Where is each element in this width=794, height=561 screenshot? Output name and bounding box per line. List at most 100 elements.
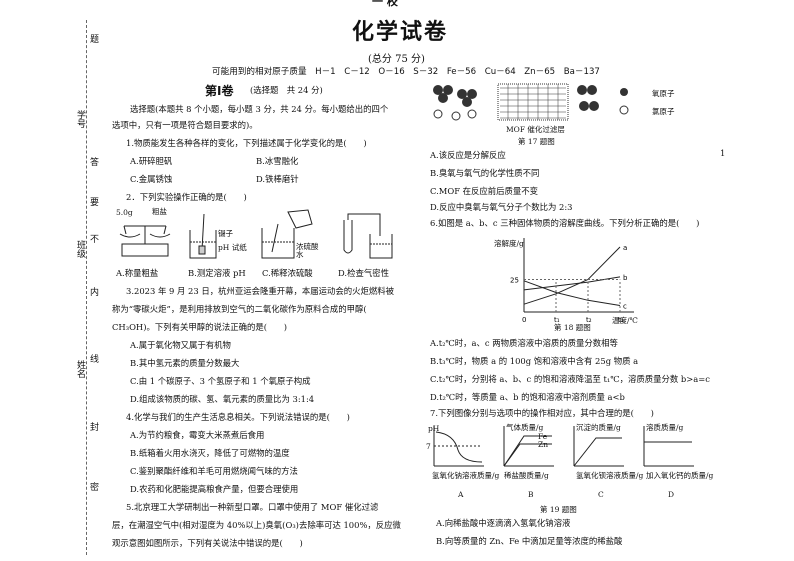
dilution-icon xyxy=(261,209,313,259)
option-d: D.检查气密性 xyxy=(338,268,389,278)
question-stem: 3.2023 年 9 月 23 日，杭州亚运会隆重开幕，本届运动会的火炬燃料被 xyxy=(126,286,394,296)
beaker-icon xyxy=(189,213,217,259)
graph-d-xlabel: 加入氧化钙的质量/g xyxy=(646,471,714,480)
question-stem: 观示意图如图所示，下列有关说法中错误的是( ) xyxy=(112,538,303,548)
figure-caption: 第 19 题图 xyxy=(540,505,577,514)
y-tick-label: 25 xyxy=(510,277,519,285)
label-salt: 粗盐 xyxy=(152,207,167,216)
margin-label: 班级 xyxy=(75,240,85,258)
label-mass: 5.0g xyxy=(116,208,133,217)
label-water: 水 xyxy=(296,250,304,259)
question-stem: 6.如图是 a、b、c 三种固体物质的溶解度曲线。下列分析正确的是( ) xyxy=(430,218,700,228)
graph-b-id: B xyxy=(528,490,534,499)
graph-c-id: C xyxy=(598,490,604,499)
option-a: A.向稀盐酸中逐滴滴入氢氧化钠溶液 xyxy=(436,518,571,528)
label-ph-paper: pH 试纸 xyxy=(218,243,247,252)
graph-set xyxy=(433,426,694,467)
lab-apparatus-figure xyxy=(119,209,393,259)
option-c: C.金属锈蚀 xyxy=(130,174,173,184)
margin-label: 姓名 xyxy=(75,360,85,378)
x-tick-label: t₃ xyxy=(618,316,624,324)
graph-b xyxy=(503,426,554,467)
x-tick-label: t₁ xyxy=(554,316,560,324)
balance-icon xyxy=(119,225,171,257)
graph-a-tick: 7 xyxy=(426,442,431,451)
margin-label: 学号 xyxy=(75,110,85,128)
x-axis-label: 温度/℃ xyxy=(612,316,638,325)
margin-label: 封 xyxy=(90,423,100,433)
margin-label: 答 xyxy=(90,158,100,168)
graph-a-xlabel: 氢氧化钠溶液质量/g xyxy=(432,471,500,480)
graph-a-id: A xyxy=(458,490,464,499)
section-title: 第Ⅰ卷 xyxy=(205,84,234,98)
graph-b-series: Zn xyxy=(538,440,549,449)
option-b: B.其中氢元素的质量分数最大 xyxy=(130,358,240,368)
question-stem: 称为“零碳火炬”，是利用排放到空气的二氧化碳作为原料合成的甲醇( xyxy=(112,304,367,314)
figure-caption: 第 18 题图 xyxy=(554,323,591,332)
question-stem: 4.化学与我们的生产生活息息相关。下列说法错误的是( ) xyxy=(126,412,350,422)
series-a-line xyxy=(523,246,621,305)
option-b: B.t₃℃时，物质 a 的 100g 饱和溶液中含有 25g 物质 a xyxy=(430,356,639,366)
question-stem: CH₃OH)。下列有关甲醇的说法正确的是( ) xyxy=(112,322,288,332)
option-b: B.臭氧与氧气的化学性质不同 xyxy=(430,168,540,178)
option-d: D.反应中臭氧与氧气分子个数比为 2:3 xyxy=(430,202,573,212)
margin-label: 密 xyxy=(90,483,100,493)
test-tube-icon xyxy=(343,213,393,259)
graph-a xyxy=(433,426,484,467)
atomic-masses: 可能用到的相对原子质量 H－1 C－12 O－16 S－32 Fe－56 Cu－… xyxy=(212,67,600,77)
graph-d-id: D xyxy=(668,490,675,499)
option-a: A.研碎胆矾 xyxy=(130,156,173,166)
y-axis-label: 溶解度/g xyxy=(494,239,524,248)
option-d: D.铁棒磨针 xyxy=(256,174,299,184)
margin-label: 要 xyxy=(90,198,100,208)
graph-b-series: Fe xyxy=(538,432,548,441)
total-score: (总分 75 分) xyxy=(368,54,425,65)
title-fragment: 一 校 xyxy=(372,0,398,8)
graph-a-ylabel: pH xyxy=(428,424,440,433)
legend-dot-icon xyxy=(619,105,629,115)
exam-title: 化学试卷 xyxy=(352,20,449,45)
graph-c-ylabel: 沉淀的质量/g xyxy=(576,423,621,432)
option-d: D.组成该物质的碳、氢、氧元素的质量比为 3:1:4 xyxy=(130,394,315,404)
x-tick-label: 0 xyxy=(522,316,526,324)
option-a: A.属于氧化物又属于有机物 xyxy=(130,340,231,350)
option-a: A.t₂℃时，a、c 两物质溶液中溶质的质量分数相等 xyxy=(430,338,618,348)
margin-label: 题 xyxy=(90,35,100,45)
series-label: c xyxy=(623,303,627,311)
option-d: D.农药和化肥能提高粮食产量，但要合理使用 xyxy=(130,484,299,494)
graph-b-ylabel: 气体质量/g xyxy=(506,423,544,432)
graph-d-ylabel: 溶质质量/g xyxy=(646,423,684,432)
question-stem: 层，在潮湿空气中(相对湿度为 40%以上)臭氧(O₃)去除率可达 100%，反应… xyxy=(112,520,401,530)
question-stem: 7.下列图像分别与选项中的操作相对应，其中合理的是( ) xyxy=(430,408,654,418)
graph-b-xlabel: 稀盐酸质量/g xyxy=(504,471,549,480)
option-c: C.t₂℃时，分别将 a、b、c 的饱和溶液降温至 t₁℃，溶质质量分数 b>a… xyxy=(430,374,710,384)
margin-label: 内 xyxy=(90,288,100,298)
option-a: A.为节约粮食，霉变大米蒸煮后食用 xyxy=(130,430,265,440)
figure-caption: 第 17 题图 xyxy=(518,137,555,146)
section-subtitle: (选择题 共 24 分) xyxy=(250,85,323,95)
label-tweezers: 镊子 xyxy=(218,229,233,238)
graph-d xyxy=(643,426,694,467)
option-b: B.冰雪融化 xyxy=(256,156,299,166)
graph-c xyxy=(573,426,624,467)
series-c-line xyxy=(523,280,621,306)
graph-c-xlabel: 氢氧化钡溶液质量/g xyxy=(576,471,644,480)
option-c: C.稀释浓硫酸 xyxy=(262,268,313,278)
option-c: C.由 1 个碳原子、3 个氢原子和 1 个氧原子构成 xyxy=(130,376,311,386)
legend-dot-icon xyxy=(620,88,628,96)
series-label: b xyxy=(623,274,628,282)
question-stem: 2．下列实验操作正确的是( ) xyxy=(126,192,247,202)
margin-label: 不 xyxy=(90,235,100,245)
option-b: B.纸箱着火用水浇灭，降低了可燃物的温度 xyxy=(130,448,290,458)
question-stem: 1.物质能发生各种各样的变化，下列描述属于化学变化的是( ) xyxy=(126,138,367,148)
section-intro: 选项中，只有一项是符合题目要求的)。 xyxy=(112,120,258,130)
filter-layer-label: MOF 催化过滤层 xyxy=(506,125,565,134)
margin-label: 线 xyxy=(90,355,100,365)
option-b: B.测定溶液 pH xyxy=(188,268,246,278)
option-c: C.鉴别聚酯纤维和羊毛可用燃烧闻气味的方法 xyxy=(130,466,298,476)
section-intro: 选择题(本题共 8 个小题，每小题 3 分，共 24 分。每小题给出的四个 xyxy=(130,104,389,114)
series-b-line xyxy=(523,276,621,291)
option-d: D.t₂℃时，等质量 a、b 的饱和溶液中溶剂质量 a<b xyxy=(430,392,625,402)
legend-o: 氧原子 xyxy=(652,89,675,98)
